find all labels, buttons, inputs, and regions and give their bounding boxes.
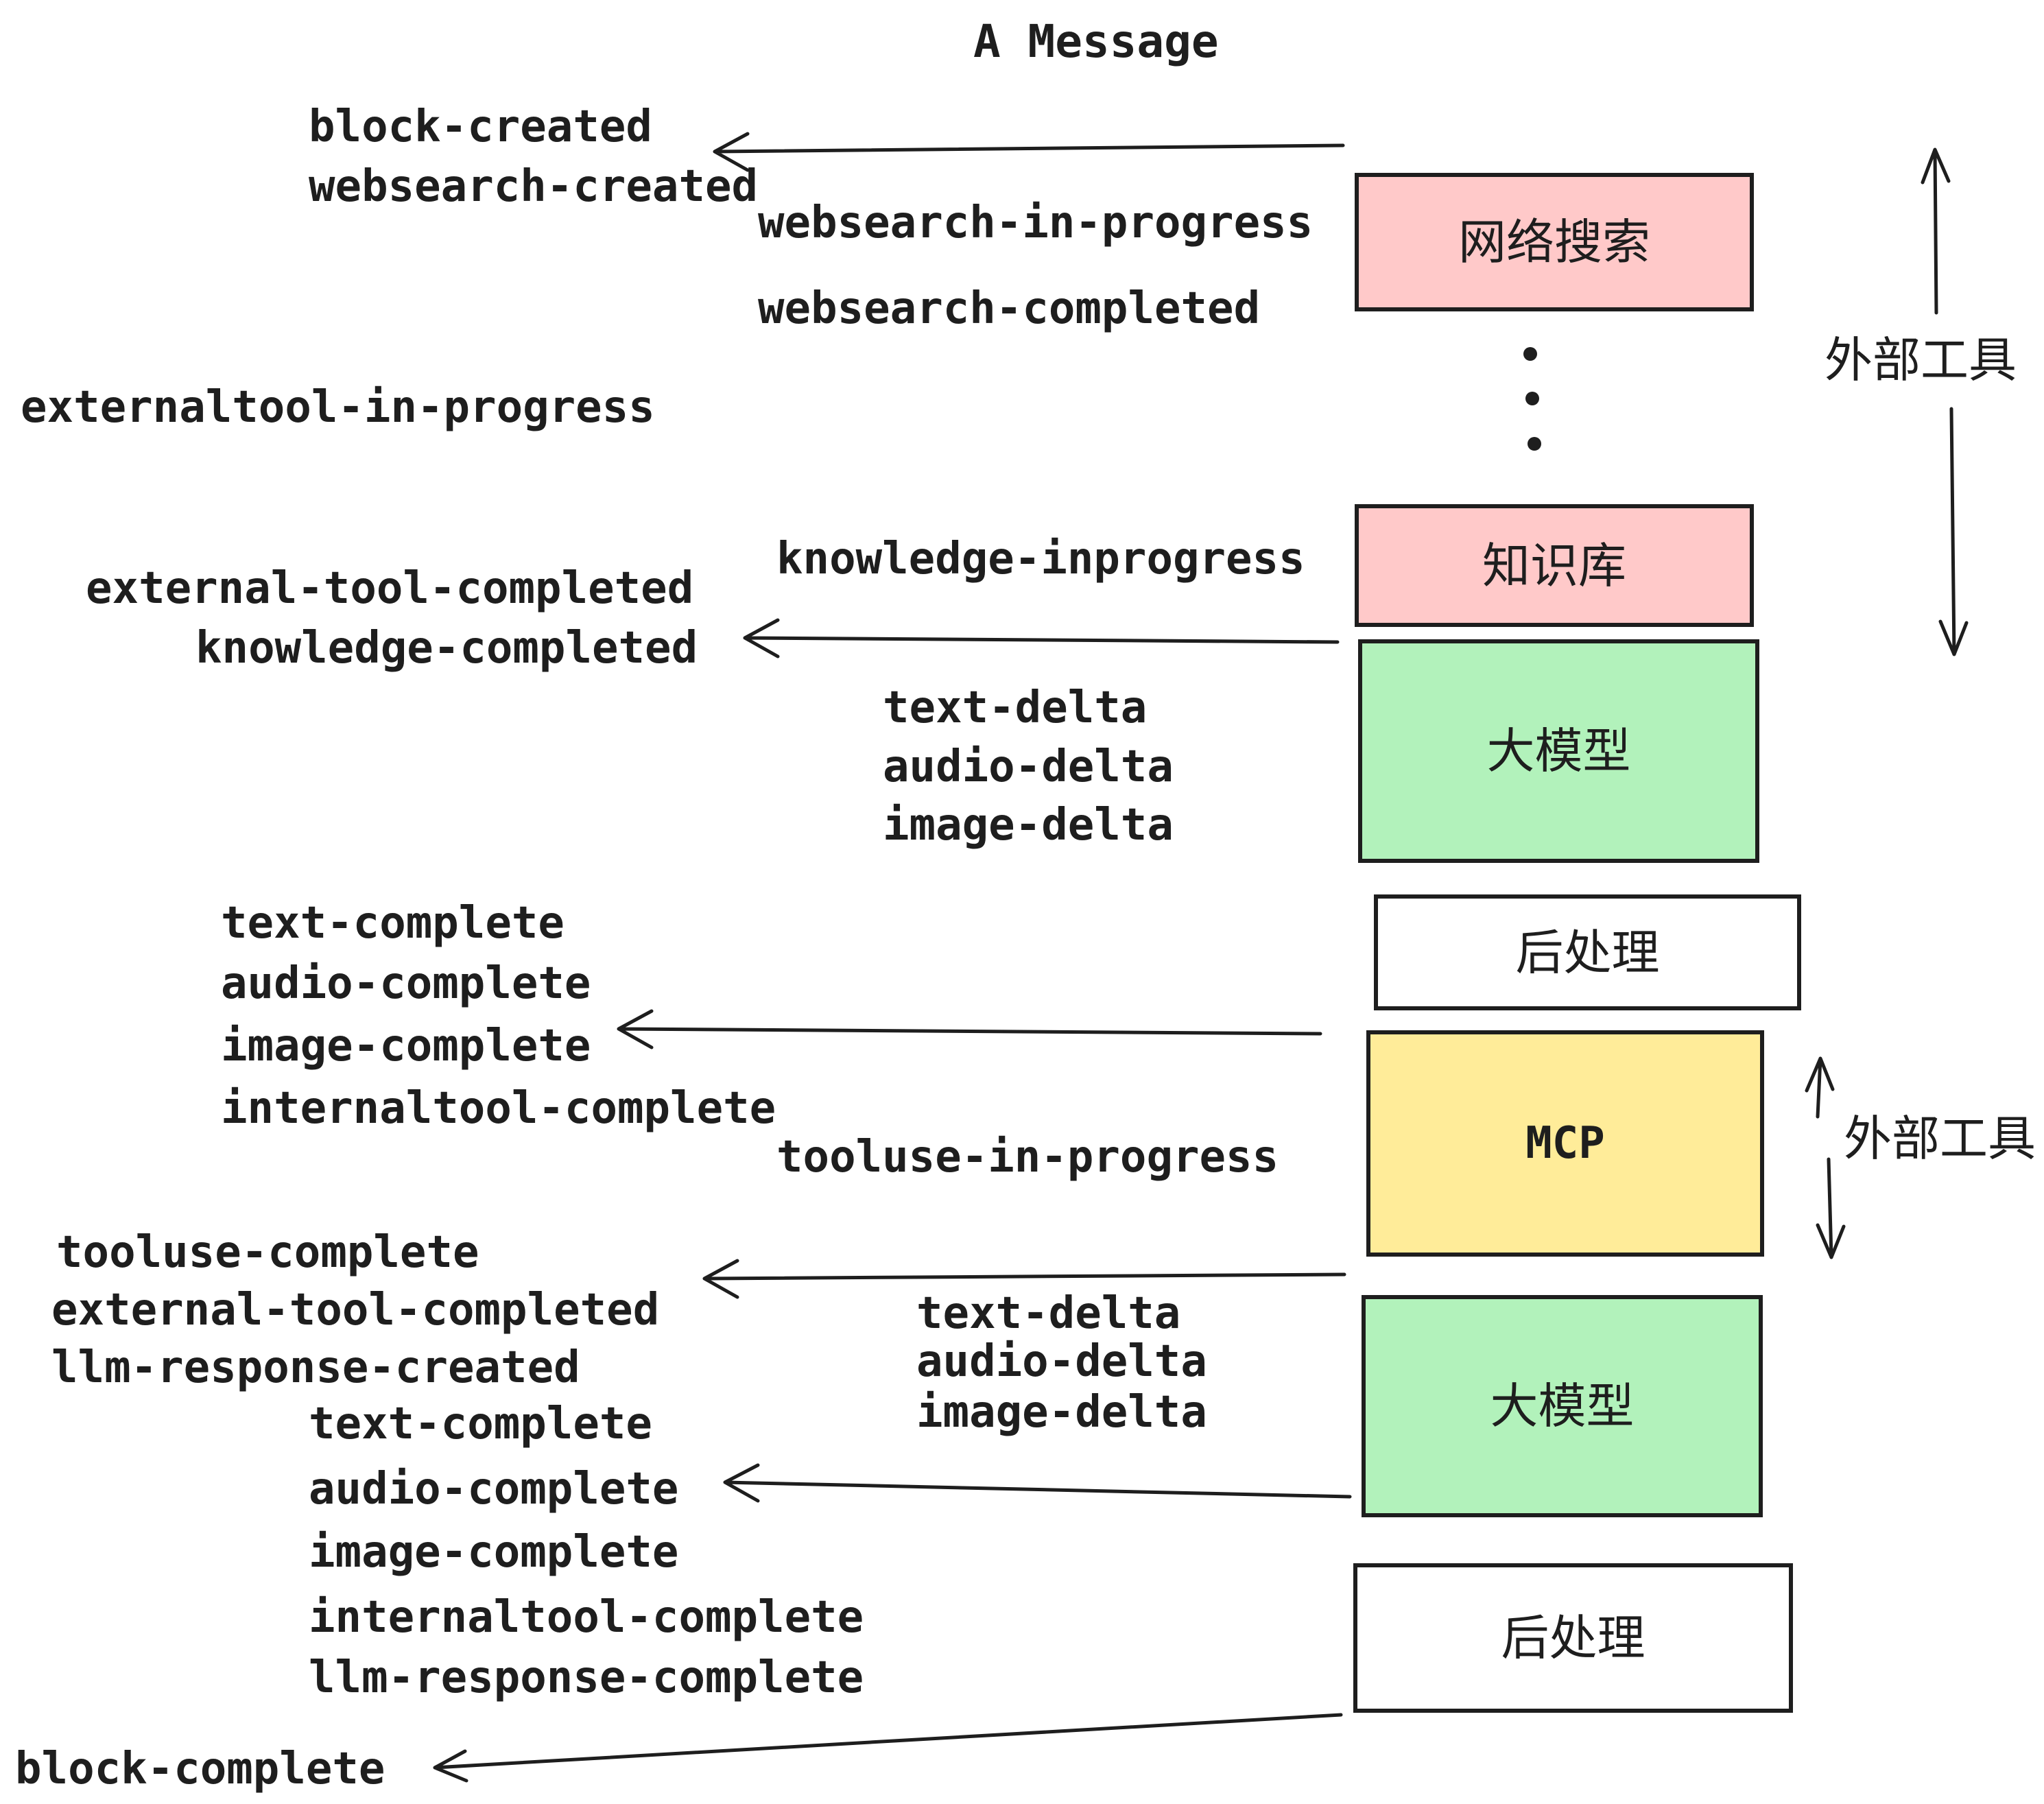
event-internaltool-complete-2: internaltool-complete xyxy=(309,1592,864,1643)
ellipsis-dots xyxy=(1523,347,1541,451)
knowledge-box: 知识库 xyxy=(1355,504,1754,627)
event-websearch-created: websearch-created xyxy=(309,161,759,212)
event-tooluse-complete: tooluse-complete xyxy=(56,1227,479,1278)
external-tools-mid-up-arrow xyxy=(1805,1056,1835,1119)
event-audio-complete-2: audio-complete xyxy=(309,1464,679,1515)
knowledge-box-label: 知识库 xyxy=(1482,538,1626,593)
event-internaltool-complete: internaltool-complete xyxy=(221,1083,776,1134)
mcp-box: MCP xyxy=(1366,1030,1764,1257)
arrow-to-websearch-created xyxy=(713,132,1345,172)
external-tools-label-top: 外部工具 xyxy=(1825,333,2017,387)
event-knowledge-inprogress: knowledge-inprogress xyxy=(776,534,1305,584)
arrow-to-image-complete xyxy=(617,1009,1322,1049)
mcp-box-label: MCP xyxy=(1525,1118,1605,1169)
event-externaltool-in-progress: externaltool-in-progress xyxy=(21,382,655,433)
external-tools-up-arrow xyxy=(1921,147,1951,315)
event-block-complete: block-complete xyxy=(15,1744,385,1794)
event-llm-response-complete: llm-response-complete xyxy=(309,1652,864,1703)
event-external-tool-completed-2: external-tool-completed xyxy=(51,1285,660,1336)
diagram-title: A Message xyxy=(973,15,1219,68)
postprocess-box-2-label: 后处理 xyxy=(1501,1611,1645,1665)
websearch-box: 网络搜索 xyxy=(1355,173,1754,311)
arrow-to-audio-complete xyxy=(723,1463,1352,1503)
arrow-to-tooluse-complete xyxy=(702,1259,1346,1299)
event-image-delta-2: image-delta xyxy=(916,1387,1207,1438)
event-websearch-in-progress: websearch-in-progress xyxy=(758,198,1314,248)
llm-box-1: 大模型 xyxy=(1358,639,1759,863)
event-block-created: block-created xyxy=(309,102,652,152)
external-tools-label-mid: 外部工具 xyxy=(1844,1112,2036,1165)
external-tools-mid-down-arrow xyxy=(1816,1157,1846,1259)
event-image-complete-2: image-complete xyxy=(309,1527,679,1578)
arrow-to-knowledge-completed xyxy=(743,618,1340,658)
event-llm-response-created: llm-response-created xyxy=(51,1342,580,1393)
event-audio-delta: audio-delta xyxy=(883,741,1174,792)
event-text-delta-2: text-delta xyxy=(916,1288,1181,1339)
llm-box-2-label: 大模型 xyxy=(1490,1379,1635,1433)
event-external-tool-completed: external-tool-completed xyxy=(86,563,694,614)
event-audio-complete: audio-complete xyxy=(221,958,591,1009)
event-text-delta: text-delta xyxy=(883,683,1148,733)
external-tools-down-arrow xyxy=(1938,407,1969,656)
event-text-complete-2: text-complete xyxy=(309,1399,652,1449)
event-image-delta: image-delta xyxy=(883,800,1174,851)
event-audio-delta-2: audio-delta xyxy=(916,1336,1207,1387)
event-tooluse-in-progress: tooluse-in-progress xyxy=(776,1132,1279,1183)
event-knowledge-completed: knowledge-completed xyxy=(195,623,698,674)
event-text-complete: text-complete xyxy=(221,898,565,949)
arrow-to-block-complete xyxy=(433,1713,1343,1783)
websearch-box-label: 网络搜索 xyxy=(1458,215,1650,269)
postprocess-box-2: 后处理 xyxy=(1353,1563,1793,1713)
postprocess-box-1: 后处理 xyxy=(1374,894,1801,1010)
llm-box-1-label: 大模型 xyxy=(1486,724,1631,778)
postprocess-box-1-label: 后处理 xyxy=(1515,925,1660,980)
event-image-complete: image-complete xyxy=(221,1021,591,1071)
event-websearch-completed: websearch-completed xyxy=(758,283,1261,334)
llm-box-2: 大模型 xyxy=(1362,1295,1763,1517)
